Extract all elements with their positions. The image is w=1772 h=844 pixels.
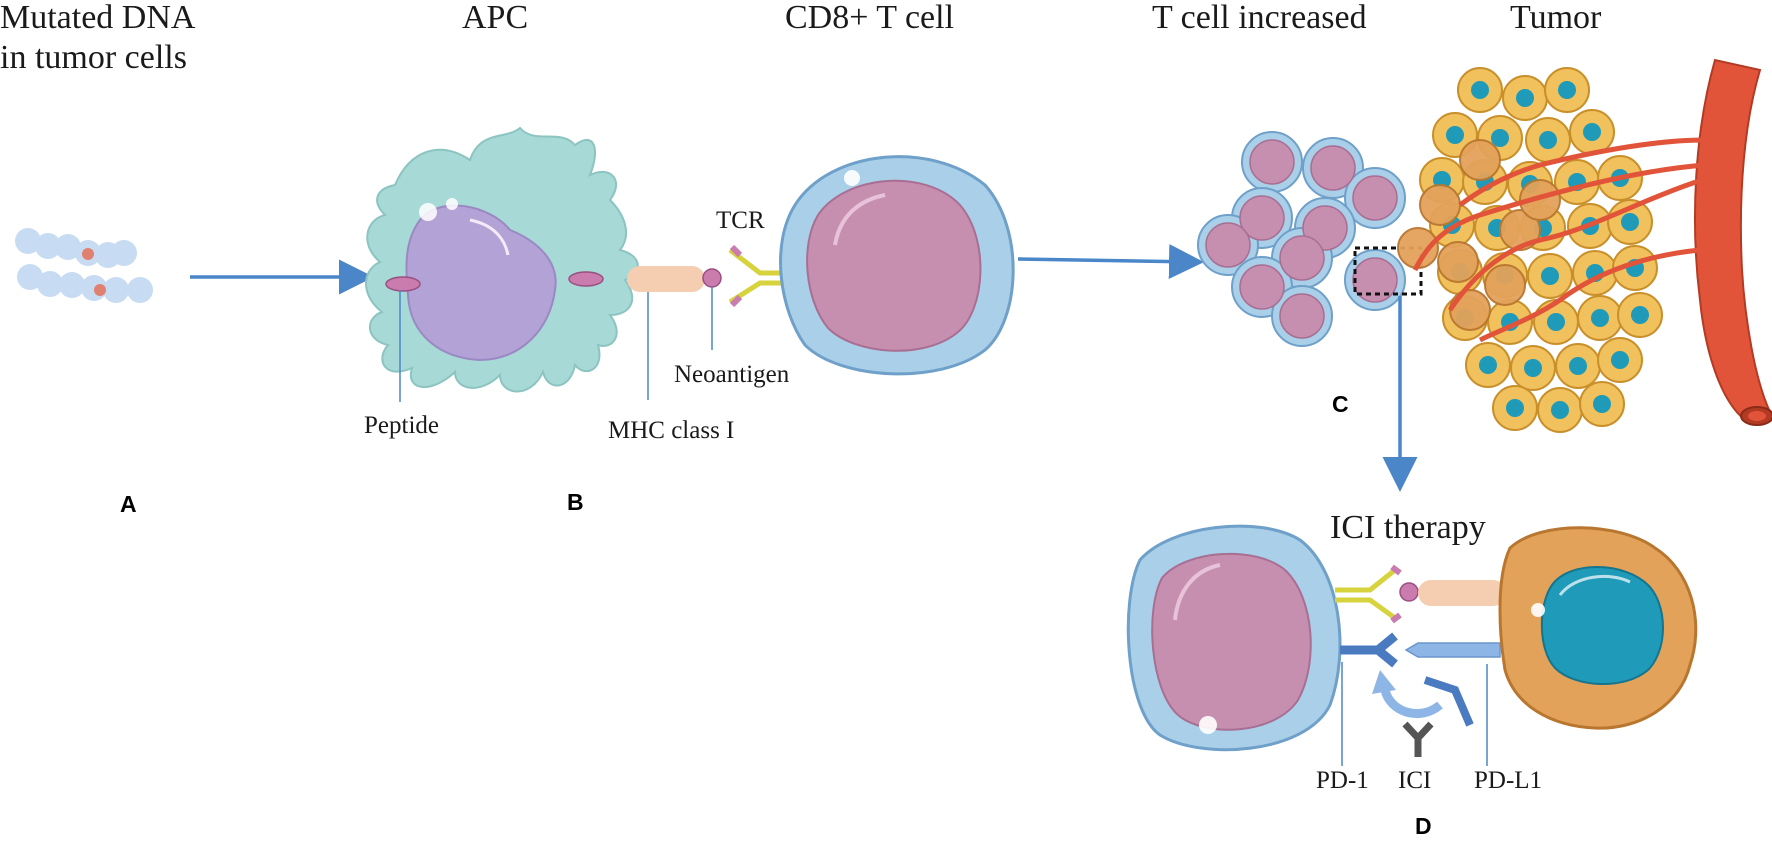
d-tcr-mhc <box>1335 564 1506 624</box>
label-pd-1: PD-1 <box>1316 767 1369 794</box>
arrow-b-to-c <box>1017 244 1204 280</box>
ici-antibody-icon <box>1402 721 1434 757</box>
title-cd8-t-cell: CD8+ T cell <box>785 0 954 36</box>
blood-vessel-branches <box>1412 137 1706 343</box>
panel-label-b: B <box>567 489 584 515</box>
t-cell-cluster <box>1197 131 1406 347</box>
pdl1-ligand <box>1404 642 1501 658</box>
label-peptide: Peptide <box>364 412 439 439</box>
zoom-box <box>1353 246 1423 296</box>
tumor-mass <box>1397 58 1772 433</box>
panel-label-d: D <box>1415 813 1432 839</box>
label-ici: ICI <box>1398 767 1431 794</box>
label-neoantigen: Neoantigen <box>674 361 790 388</box>
ici-blocking-arrows <box>1372 670 1474 727</box>
mhc-class-i-molecule <box>627 266 705 292</box>
title-mutated-dna-line1: Mutated DNA <box>0 0 196 36</box>
label-mhc-class-i: MHC class I <box>608 417 734 444</box>
mutation-dot <box>94 284 106 296</box>
t-cell-nucleus <box>806 179 982 352</box>
panel-label-c: C <box>1332 391 1349 417</box>
title-mutated-dna-line2: in tumor cells <box>0 39 187 76</box>
d-t-cell <box>1126 524 1342 752</box>
panel-label-a: A <box>120 491 137 517</box>
blood-vessel <box>1694 58 1772 422</box>
label-tcr: TCR <box>716 207 765 234</box>
mutation-dot <box>82 248 94 260</box>
label-pd-l1: PD-L1 <box>1474 767 1542 794</box>
cd8-t-cell <box>779 155 1015 376</box>
peptide-on-apc <box>385 276 421 292</box>
title-t-cell-increased: T cell increased <box>1152 0 1367 36</box>
d-tumor-cell <box>1498 526 1698 730</box>
title-tumor: Tumor <box>1510 0 1602 36</box>
apc-cell <box>365 126 705 393</box>
apc-nucleus <box>405 204 557 362</box>
neoantigen <box>702 268 722 288</box>
pd1-receptor <box>1340 632 1398 668</box>
peptide-on-apc <box>568 271 604 287</box>
mutated-dna-strands <box>15 228 153 303</box>
title-apc: APC <box>462 0 528 36</box>
label-ici-therapy: ICI therapy <box>1330 509 1486 546</box>
